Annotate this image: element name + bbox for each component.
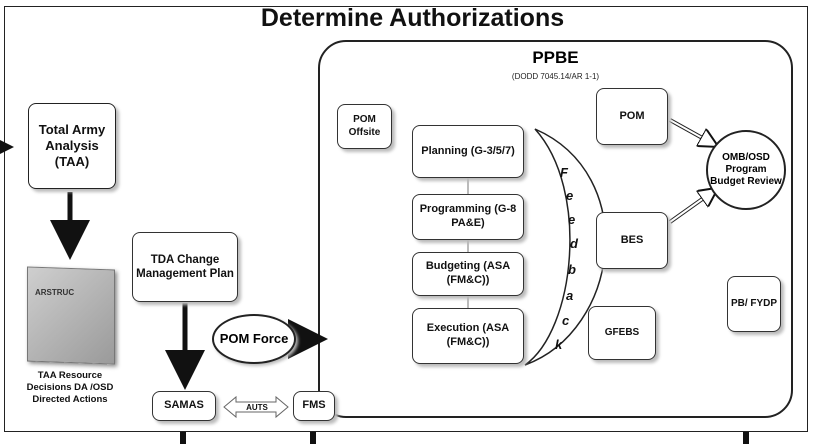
feedback-curve — [524, 128, 607, 366]
feedback-letter: d — [570, 236, 578, 251]
feedback-letter: F — [560, 165, 568, 180]
book-caption: TAA Resource Decisions DA /OSD Directed … — [26, 370, 114, 405]
omb-osd-ellipse: OMB/OSD Program Budget Review — [706, 130, 786, 210]
bes-to-omb-arrow-inner — [669, 190, 715, 223]
pom-force-ellipse: POM Force — [212, 314, 296, 364]
pb-fydp-box: PB/ FYDP — [727, 276, 781, 332]
arstruc-book-image — [27, 266, 115, 365]
auts-double-arrow — [223, 395, 289, 419]
budgeting-box: Budgeting (ASA (FM&C)) — [412, 252, 524, 296]
feedback-letter: k — [555, 337, 563, 352]
bottom-tick — [180, 432, 186, 444]
gfebs-box: GFEBS — [588, 306, 656, 360]
planning-box: Planning (G-3/5/7) — [412, 125, 524, 178]
feedback-letter: c — [562, 313, 570, 328]
pom-to-omb-arrow-inner — [669, 119, 715, 145]
feedback-letter: e — [566, 188, 574, 203]
auts-label: AUTS — [246, 403, 268, 412]
execution-box: Execution (ASA (FM&C)) — [412, 308, 524, 364]
bes-box: BES — [596, 212, 668, 269]
ppbe-title: PPBE — [532, 48, 579, 67]
bottom-tick — [310, 432, 316, 444]
feedback-letter: b — [568, 262, 576, 277]
tda-plan-box: TDA Change Management Plan — [132, 232, 238, 302]
taa-box: Total Army Analysis (TAA) — [28, 103, 116, 189]
pom-offsite-box: POM Offsite — [337, 104, 392, 149]
bottom-tick — [743, 432, 749, 444]
pom-box: POM — [596, 88, 668, 145]
ppbe-subtitle: (DODD 7045.14/AR 1-1) — [511, 72, 600, 81]
programming-box: Programming (G-8 PA&E) — [412, 194, 524, 240]
diagram-title: Determine Authorizations — [260, 4, 565, 32]
ppbe-container — [318, 40, 793, 418]
feedback-letter: a — [566, 288, 574, 303]
feedback-letter: e — [568, 212, 576, 227]
arstruc-book-title: ARSTRUC — [35, 288, 75, 297]
fms-box: FMS — [293, 391, 335, 421]
samas-box: SAMAS — [152, 391, 216, 421]
